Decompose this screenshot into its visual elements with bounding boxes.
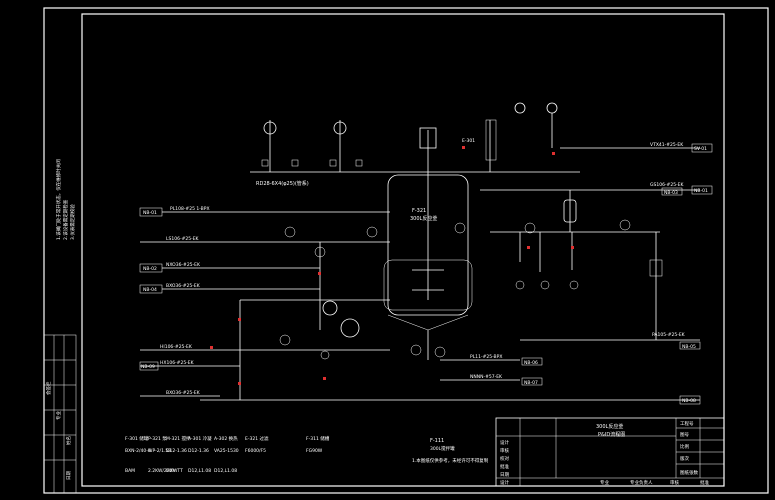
box-nb05: NB-05 [682,344,696,350]
tb-bottom-4: 批准 [700,479,709,486]
bottom-tag: F-111 [430,438,444,444]
line-l12: NNNN-#57-EK [470,374,503,380]
tb-right-4: 图纸张数 [680,469,698,476]
rd-label: RD28-6X4(φ25)(管系) [256,180,309,187]
box-nb09: NB-09 [141,364,155,370]
legend-item-5: E-321 过滤 [245,435,269,442]
legend-row2-0: BAM [125,468,135,474]
legend-row2-2: MXWTT [166,468,183,474]
legend-item-2: M-321 搅拌 [166,435,191,442]
top-header: RD28-6X4(φ25)(管系) E-301 [250,102,580,187]
strip-item-3: 姓名 [65,436,72,445]
outer-frame [43,7,769,494]
tb-left-2: 校对 [500,455,509,462]
line-l3: NXO36-#25-EK [166,262,201,268]
line-l7: BXO36-#25-EK [166,390,201,396]
bottom-note: 1.本图纸仅供参考，未经许可不得复制 [412,457,489,464]
legend-row2-1: 2.2KW/220V [148,468,177,474]
reactor-desc: 300L反应釜 [410,215,437,222]
signature-strip: 会签栏 专业 姓名 日期 [43,334,77,494]
side-box-r2 [691,185,713,195]
legend-spec-5: F6000/F5 [245,448,266,454]
legend-row2-4: D12,L1.08 [214,468,237,474]
title-drawing: P&ID流程图 [598,431,625,438]
tb-bottom-1: 专业 [600,479,609,486]
side-box-r2-label: NB-01 [694,188,708,194]
tb-left-3: 批准 [500,463,509,470]
tb-left-0: 设计 [500,439,509,446]
tb-left-1: 审核 [500,447,509,454]
tb-bottom-0: 设计 [500,479,509,486]
note-line-1: 1.该阀门处于常开状态，仅在维修时关闭 [55,159,62,240]
legend-item-4: A-302 换热 [214,435,238,442]
legend-spec-0: BXN-2/40-A [125,448,152,454]
line-l4: BXO36-#25-EK [166,283,201,289]
legend-spec-3: D12-1.36 [188,448,209,454]
legend-item-0: F-301 储罐 [125,435,149,442]
legend-spec-2: D12-1.36 [166,448,187,454]
line-l1: PL108-#25 1-BPX [170,206,210,212]
line-l11: PL11-#25-BPX [470,354,502,360]
box-nb06: NB-06 [524,360,538,366]
legend-spec-6: FG90W [306,448,323,454]
tb-left-4: 日期 [500,472,509,478]
bottom-center-note: F-111 300L搅拌罐 1.本图纸仅供参考，未经许可不得复制 [412,438,489,464]
legend-item-6: F-311 储槽 [306,435,330,442]
legend-item-1: P-321 泵 [148,436,167,442]
tb-bottom-2: 专业负责人 [630,479,653,486]
note-line-2: 2.该设备需定期检查 [62,199,69,240]
strip-item-1: 会签栏 [45,381,52,395]
instrument-balloons [279,219,631,360]
legend-spec-1: WP-2/1.5B [148,448,171,454]
equipment-legend: F-301 储罐 P-321 泵 M-321 搅拌 A-301 冷凝 A-302… [125,435,330,474]
tb-right-3: 版次 [680,455,689,462]
line-l2: LS106-#25-EK [166,236,200,242]
title-project: 300L反应釜 [596,423,623,430]
strip-item-4: 日期 [66,471,72,480]
right-lines: VTX41-#25-EK GS106-#25-EK NB-03 PA105-#2… [200,142,701,405]
tb-right-1: 图号 [680,432,689,438]
line-l10: PA105-#25-EK [652,332,686,338]
legend-row2-3: D12,L1.08 [188,468,211,474]
tb-right-2: 比例 [680,443,689,450]
side-box-r1 [691,143,713,153]
top-left-tag: E-301 [462,138,475,144]
box-nb04: NB-04 [143,287,157,293]
title-block: 300L反应釜 P&ID流程图 设计 审核 校对 批准 日期 工程号 图号 比例… [495,417,725,487]
box-nb02: NB-02 [143,266,157,272]
note-line-3: 3.仪表需定期校验 [69,204,76,240]
reactor-vessel: F-321 300L反应釜 [383,127,473,360]
line-l6: HX106-#25-EK [160,360,195,366]
bottom-desc: 300L搅拌罐 [430,445,455,452]
legend-spec-4: VA25-1530 [214,448,239,454]
tb-bottom-3: 审核 [670,479,679,486]
line-l5: HI106-#25-EK [160,344,193,350]
strip-item-2: 专业 [55,411,62,420]
reactor-tag: F-321 [412,208,426,214]
box-nb03: NB-03 [664,190,678,196]
vertical-notes: 1.该阀门处于常开状态，仅在维修时关闭 2.该设备需定期检查 3.仪表需定期校验 [55,159,76,240]
box-nb01: NB-01 [143,210,157,216]
legend-item-3: A-301 冷凝 [188,435,212,442]
inner-frame [81,13,725,487]
box-nb08: NB-08 [682,398,696,404]
left-lines: NB-01 PL108-#25 1-BPX LS106-#25-EK NB-02… [139,206,390,400]
red-marks [210,146,574,385]
side-box-r1-label: SV-01 [694,146,707,152]
line-l8: VTX41-#25-EK [650,142,684,148]
box-nb07: NB-07 [524,380,538,386]
tb-right-0: 工程号 [680,420,694,427]
line-l9: GS106-#25-EK [650,182,685,188]
